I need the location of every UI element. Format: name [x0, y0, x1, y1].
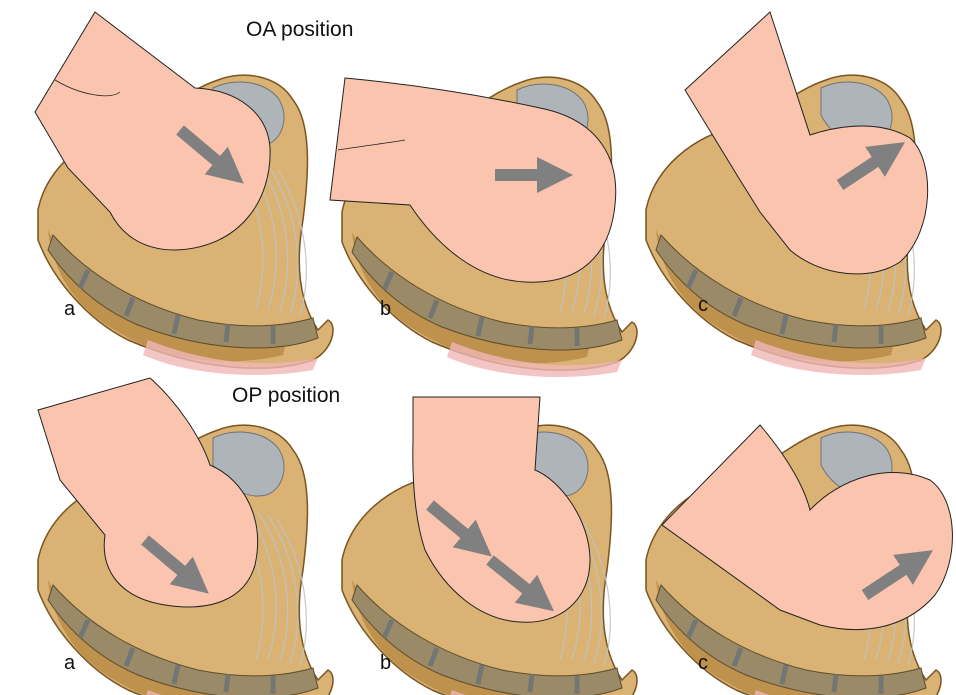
panel-label-b: b — [380, 652, 391, 675]
oa-panel-a — [35, 12, 333, 375]
panel-label-b: b — [380, 298, 391, 321]
op-panel-c — [646, 425, 952, 695]
panel-label-c: c — [698, 652, 708, 675]
row-title-oa: OA position — [246, 18, 353, 42]
op-panel-a — [38, 378, 333, 695]
op-panel-b — [342, 397, 637, 695]
oa-panel-c — [646, 12, 941, 375]
oa-panel-b — [330, 77, 637, 377]
panel-label-c: c — [698, 294, 708, 317]
row-title-op: OP position — [232, 384, 340, 408]
panel-label-a: a — [64, 298, 75, 321]
panel-label-a: a — [64, 652, 75, 675]
